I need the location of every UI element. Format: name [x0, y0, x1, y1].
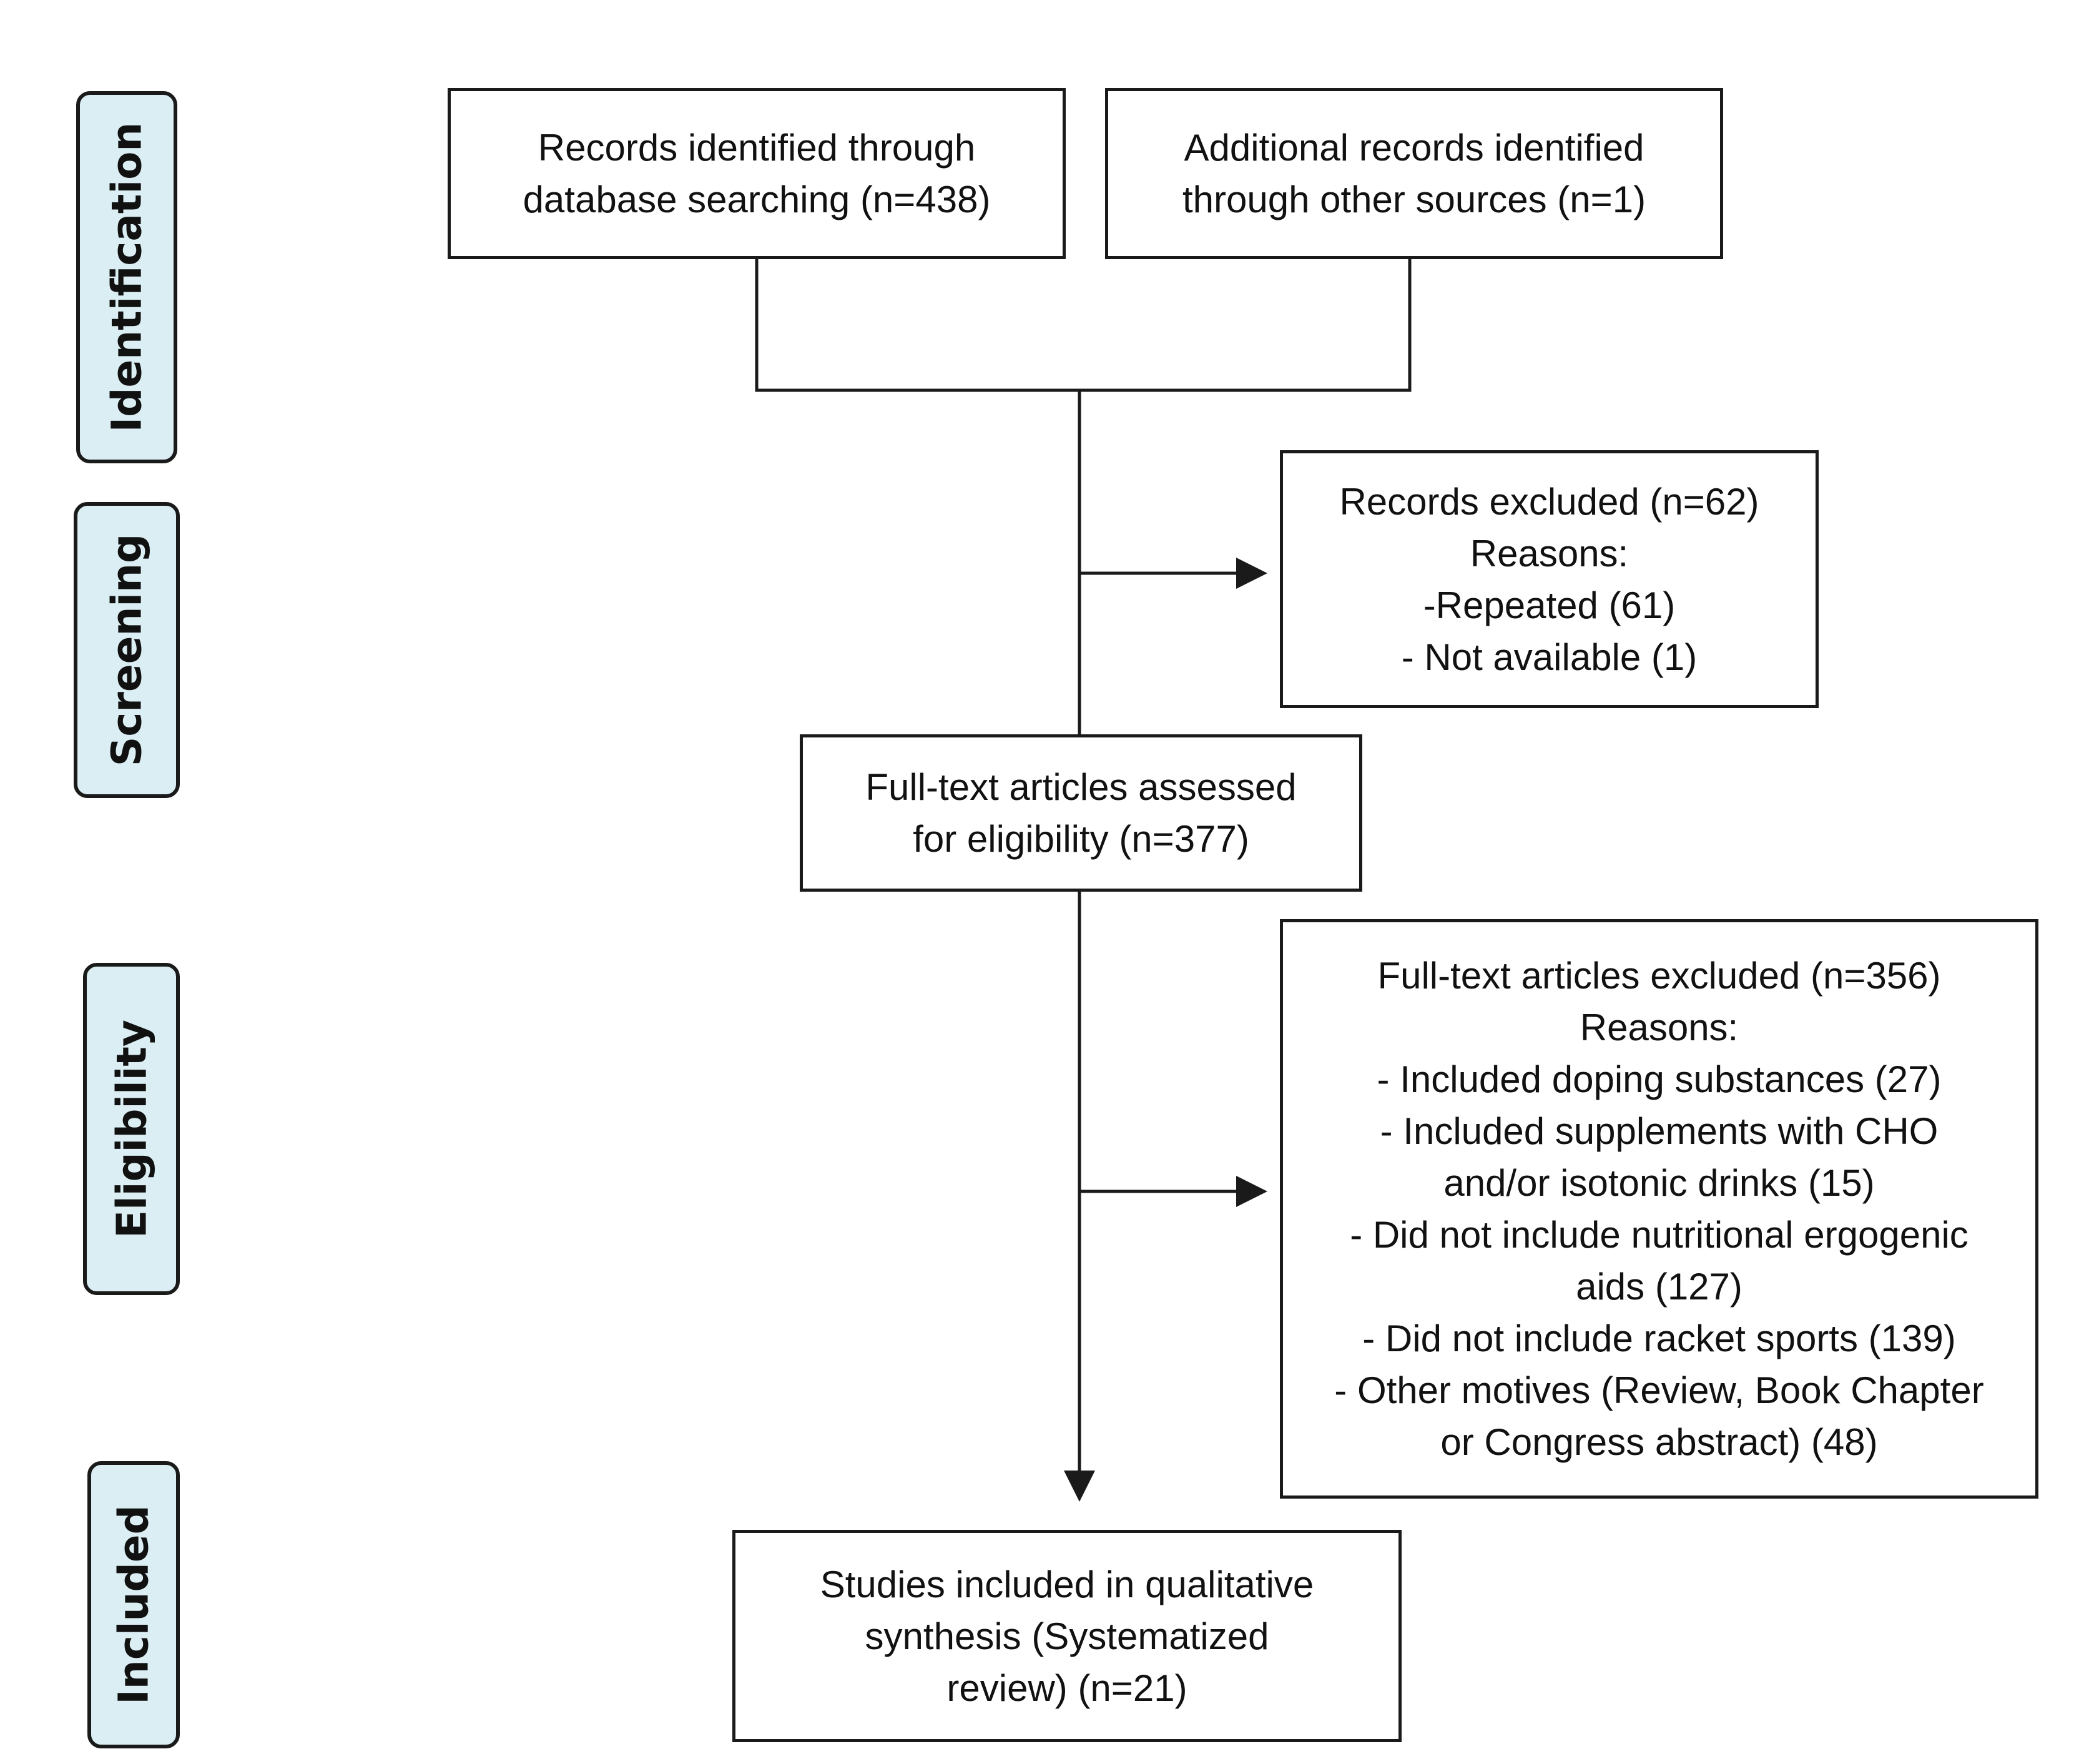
box-line: Reasons:: [1580, 1007, 1739, 1048]
box-line: for eligibility (n=377): [913, 818, 1249, 860]
box-line: - Other motives (Review, Book Chapter: [1334, 1369, 1984, 1411]
box-line: - Not available (1): [1401, 636, 1698, 678]
box-line: review) (n=21): [946, 1667, 1187, 1709]
box-line: and/or isotonic drinks (15): [1443, 1162, 1875, 1204]
box-line: Additional records identified: [1184, 127, 1644, 169]
box-fulltext-assessed: Full-text articles assessed for eligibil…: [800, 734, 1362, 892]
box-line: or Congress abstract) (48): [1440, 1421, 1878, 1463]
box-line: - Did not include nutritional ergogenic: [1350, 1214, 1968, 1256]
merge-connector: [755, 258, 1412, 392]
box-line: - Did not include racket sports (139): [1362, 1318, 1956, 1359]
stage-screening: Screening: [74, 502, 180, 798]
stage-eligibility: Eligibility: [83, 963, 180, 1295]
box-records-excluded: Records excluded (n=62) Reasons: -Repeat…: [1280, 450, 1819, 708]
box-line: synthesis (Systematized: [865, 1615, 1269, 1657]
box-line: through other sources (n=1): [1182, 179, 1646, 220]
box-line: - Included supplements with CHO: [1380, 1110, 1939, 1152]
box-studies-included: Studies included in qualitative synthesi…: [732, 1530, 1402, 1742]
box-database-records: Records identified through database sear…: [448, 88, 1066, 259]
box-line: - Included doping substances (27): [1377, 1058, 1942, 1100]
box-line: Full-text articles excluded (n=356): [1377, 955, 1941, 997]
stage-included: Included: [87, 1461, 180, 1748]
box-line: Records identified through: [538, 127, 976, 169]
box-line: -Repeated (61): [1423, 584, 1676, 626]
box-line: database searching (n=438): [523, 179, 991, 220]
box-line: Full-text articles assessed: [865, 766, 1297, 808]
box-line: aids (127): [1576, 1266, 1742, 1308]
box-fulltext-excluded: Full-text articles excluded (n=356) Reas…: [1280, 919, 2038, 1499]
box-line: Records excluded (n=62): [1339, 480, 1759, 523]
box-line: Reasons:: [1470, 532, 1629, 574]
box-additional-records: Additional records identified through ot…: [1105, 88, 1723, 259]
stage-identification: Identification: [76, 91, 177, 463]
box-line: Studies included in qualitative: [820, 1563, 1314, 1605]
